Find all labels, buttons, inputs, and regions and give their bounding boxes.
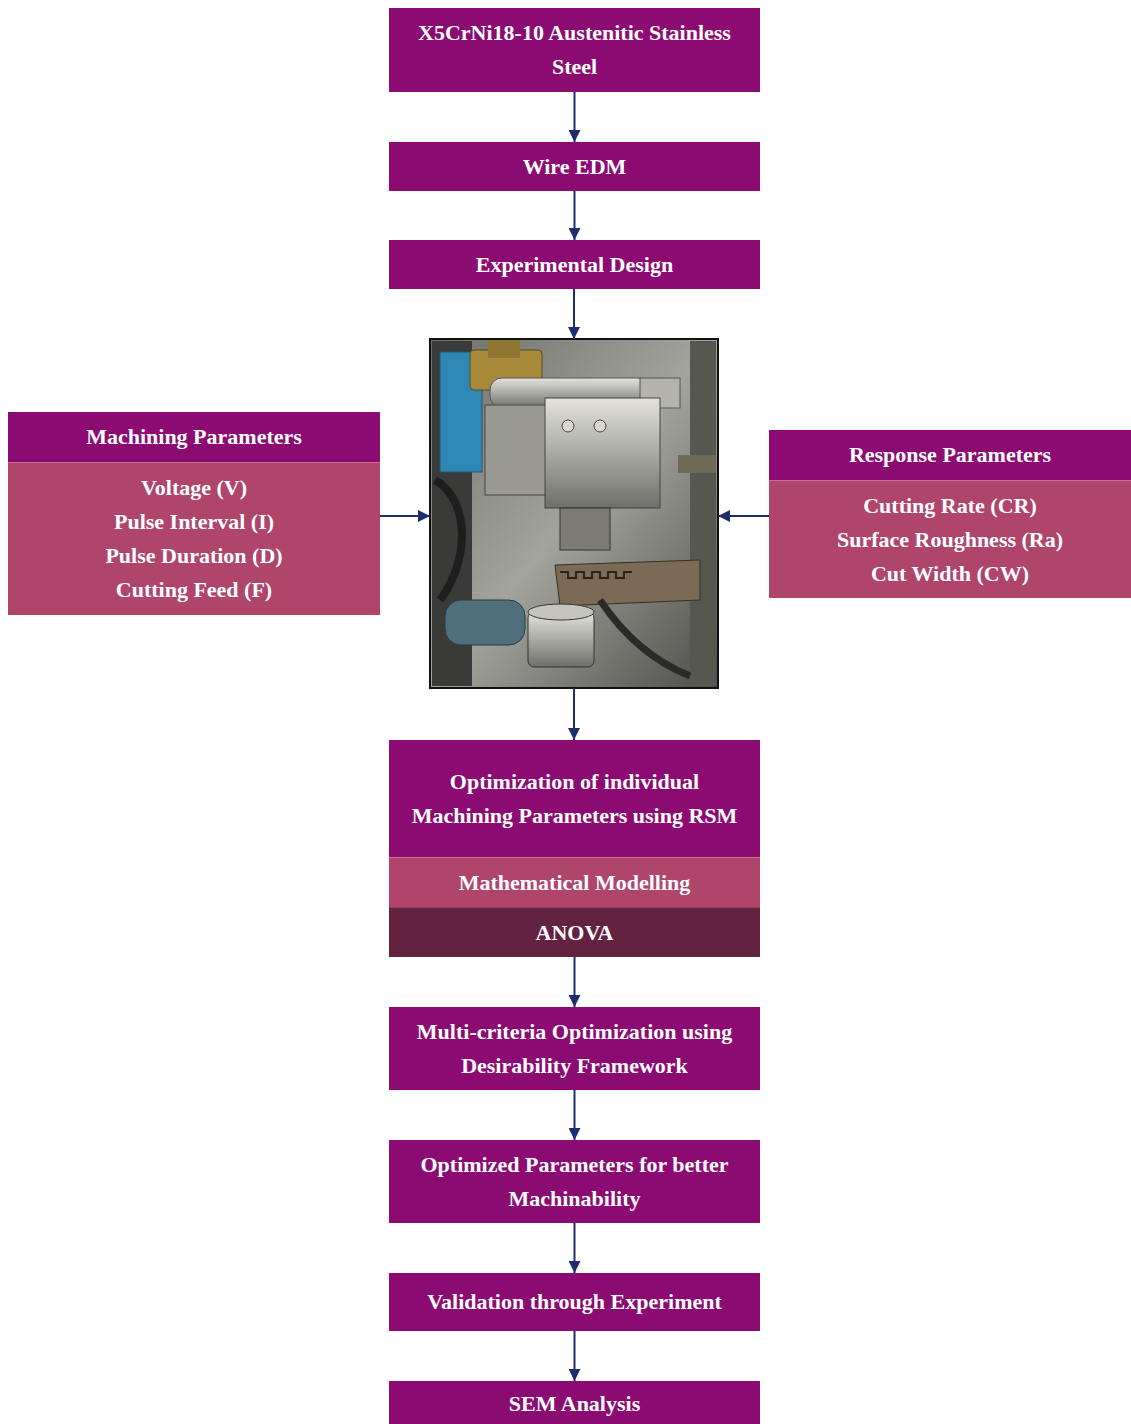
- box-band: Multi-criteria Optimization using Desira…: [389, 1007, 760, 1090]
- box-band: Validation through Experiment: [389, 1273, 760, 1331]
- parameter-item: Cut Width (CW): [871, 557, 1029, 591]
- parameter-item: Cutting Rate (CR): [863, 489, 1037, 523]
- box-label: SEM Analysis: [509, 1387, 640, 1421]
- panel-title: Machining Parameters: [86, 420, 302, 454]
- process-box: Validation through Experiment: [389, 1273, 760, 1331]
- box-label: Multi-criteria Optimization using Desira…: [407, 1015, 742, 1083]
- panel-header: Machining Parameters: [8, 412, 380, 462]
- flow-arrow: [574, 1223, 576, 1273]
- process-box: SEM Analysis: [389, 1381, 760, 1424]
- flow-arrow: [574, 92, 576, 142]
- box-label: Optimized Parameters for better Machinab…: [407, 1148, 742, 1216]
- flow-arrow: [574, 1090, 576, 1140]
- panel-title: Response Parameters: [849, 438, 1051, 472]
- box-band: Experimental Design: [389, 240, 760, 289]
- flow-arrow: [574, 1331, 576, 1381]
- box-band: Wire EDM: [389, 142, 760, 191]
- box-band: X5CrNi18-10 Austenitic Stainless Steel: [389, 8, 760, 92]
- process-box: Wire EDM: [389, 142, 760, 191]
- band-label: Mathematical Modelling: [459, 866, 691, 900]
- parameter-item: Pulse Interval (I): [114, 505, 274, 539]
- parameter-item: Voltage (V): [141, 471, 247, 505]
- panel-body: Cutting Rate (CR)Surface Roughness (Ra)C…: [769, 480, 1131, 598]
- box-band: Optimized Parameters for better Machinab…: [389, 1140, 760, 1223]
- flow-arrow: [573, 688, 575, 740]
- box-label: Wire EDM: [523, 150, 627, 184]
- box-band: Optimization of individual Machining Par…: [389, 740, 760, 857]
- process-box: Experimental Design: [389, 240, 760, 289]
- box-label: Optimization of individual Machining Par…: [407, 765, 742, 833]
- process-box: X5CrNi18-10 Austenitic Stainless Steel: [389, 8, 760, 92]
- layout-arrows: [380, 289, 769, 740]
- process-box: Optimization of individual Machining Par…: [389, 740, 760, 957]
- box-label: Experimental Design: [476, 248, 673, 282]
- flow-arrow: [574, 957, 576, 1007]
- box-band: SEM Analysis: [389, 1381, 760, 1424]
- input-arrow: [718, 515, 769, 517]
- process-box: Optimized Parameters for better Machinab…: [389, 1140, 760, 1223]
- box-label: X5CrNi18-10 Austenitic Stainless Steel: [407, 16, 742, 84]
- parameter-item: Surface Roughness (Ra): [837, 523, 1063, 557]
- machine-photo: [430, 339, 718, 688]
- panel-body: Voltage (V)Pulse Interval (I)Pulse Durat…: [8, 462, 380, 615]
- panel-header: Response Parameters: [769, 430, 1131, 480]
- band-label: ANOVA: [536, 916, 614, 950]
- parameter-item: Cutting Feed (F): [116, 573, 272, 607]
- box-label: Validation through Experiment: [427, 1285, 722, 1319]
- flow-arrow: [574, 191, 576, 240]
- input-arrow: [380, 515, 430, 517]
- box-band: Mathematical Modelling: [389, 857, 760, 907]
- parameter-panel: Response ParametersCutting Rate (CR)Surf…: [769, 430, 1131, 598]
- parameter-item: Pulse Duration (D): [105, 539, 282, 573]
- process-box: Multi-criteria Optimization using Desira…: [389, 1007, 760, 1090]
- parameter-panel: Machining ParametersVoltage (V)Pulse Int…: [8, 412, 380, 615]
- box-band: ANOVA: [389, 907, 760, 957]
- flow-arrow: [573, 289, 575, 339]
